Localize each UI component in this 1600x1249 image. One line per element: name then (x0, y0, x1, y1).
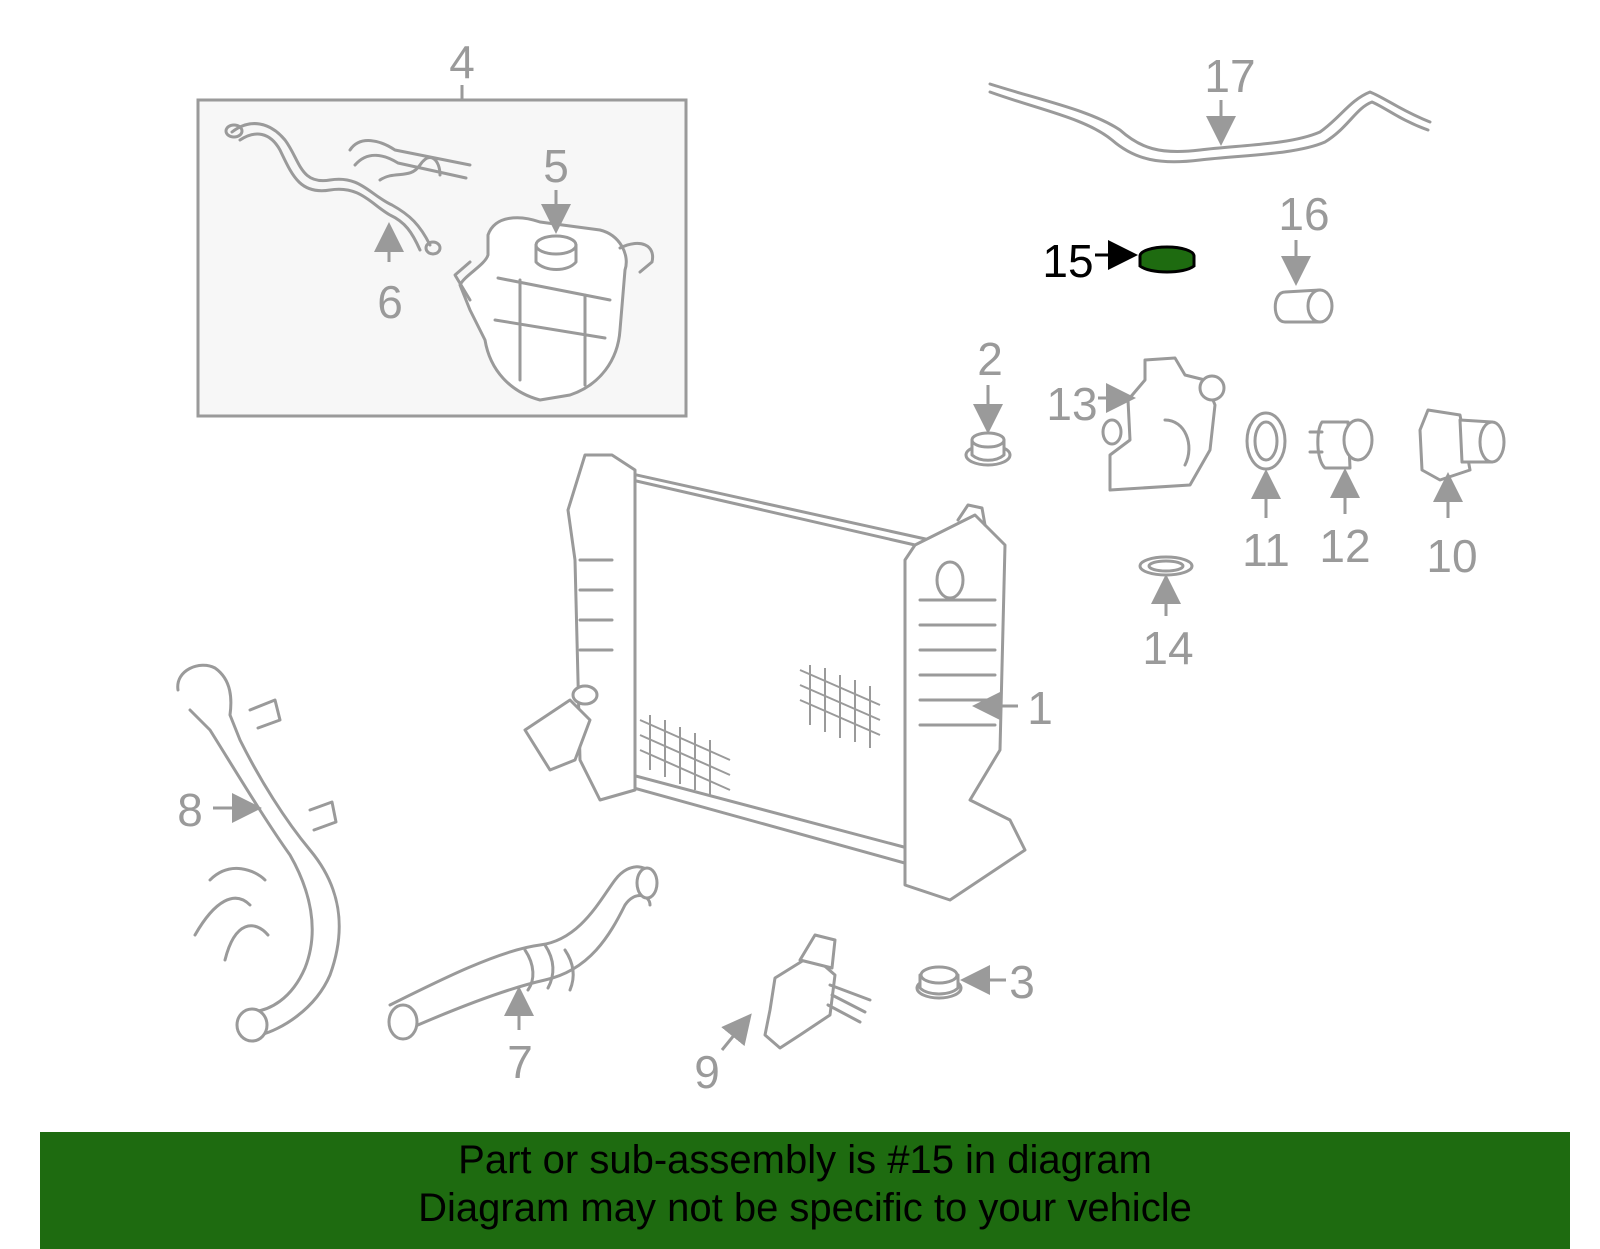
thermostat (1308, 418, 1374, 470)
callout-15: 15 (1042, 235, 1093, 287)
callout-10: 10 (1426, 530, 1477, 582)
upper-hose (176, 663, 341, 1043)
callout-17: 17 (1204, 50, 1255, 102)
radiator-grommet (915, 965, 963, 1000)
water-outlet (1418, 408, 1506, 482)
thermostat-housing (1101, 356, 1226, 492)
callout-7: 7 (507, 1036, 533, 1088)
reservoir-hose (224, 122, 472, 256)
thermostat-gasket (1245, 411, 1287, 471)
overflow-tube (988, 82, 1432, 164)
callout-9: 9 (694, 1046, 720, 1098)
callout-16: 16 (1278, 188, 1329, 240)
radiator (523, 453, 1027, 902)
callout-3: 3 (1009, 956, 1035, 1008)
highlighted-part-15 (1138, 245, 1196, 274)
hose-connector (1273, 288, 1334, 324)
callout-11: 11 (1242, 524, 1290, 576)
callout-8: 8 (177, 784, 203, 836)
lower-hose (387, 865, 659, 1041)
o-ring-seal (1138, 555, 1194, 577)
callout-13: 13 (1046, 378, 1097, 430)
radiator-cap (964, 431, 1012, 467)
banner-line-disclaimer: Diagram may not be specific to your vehi… (418, 1186, 1192, 1230)
leader-lines (213, 100, 1463, 1051)
info-banner: Part or sub-assembly is #15 in diagram D… (40, 1132, 1570, 1249)
coolant-reservoir (453, 216, 655, 402)
banner-line-part: Part or sub-assembly is #15 in diagram (458, 1138, 1152, 1182)
callout-5: 5 (543, 140, 569, 192)
callout-labels: 4 5 6 17 15 16 2 13 11 12 10 14 1 8 3 7 … (177, 36, 1477, 1098)
callout-12: 12 (1319, 520, 1370, 572)
callout-6: 6 (377, 276, 403, 328)
callout-14: 14 (1142, 622, 1193, 674)
bypass-valve (763, 933, 872, 1050)
callout-1: 1 (1027, 682, 1053, 734)
callout-4: 4 (449, 36, 475, 88)
callout-2: 2 (977, 333, 1003, 385)
